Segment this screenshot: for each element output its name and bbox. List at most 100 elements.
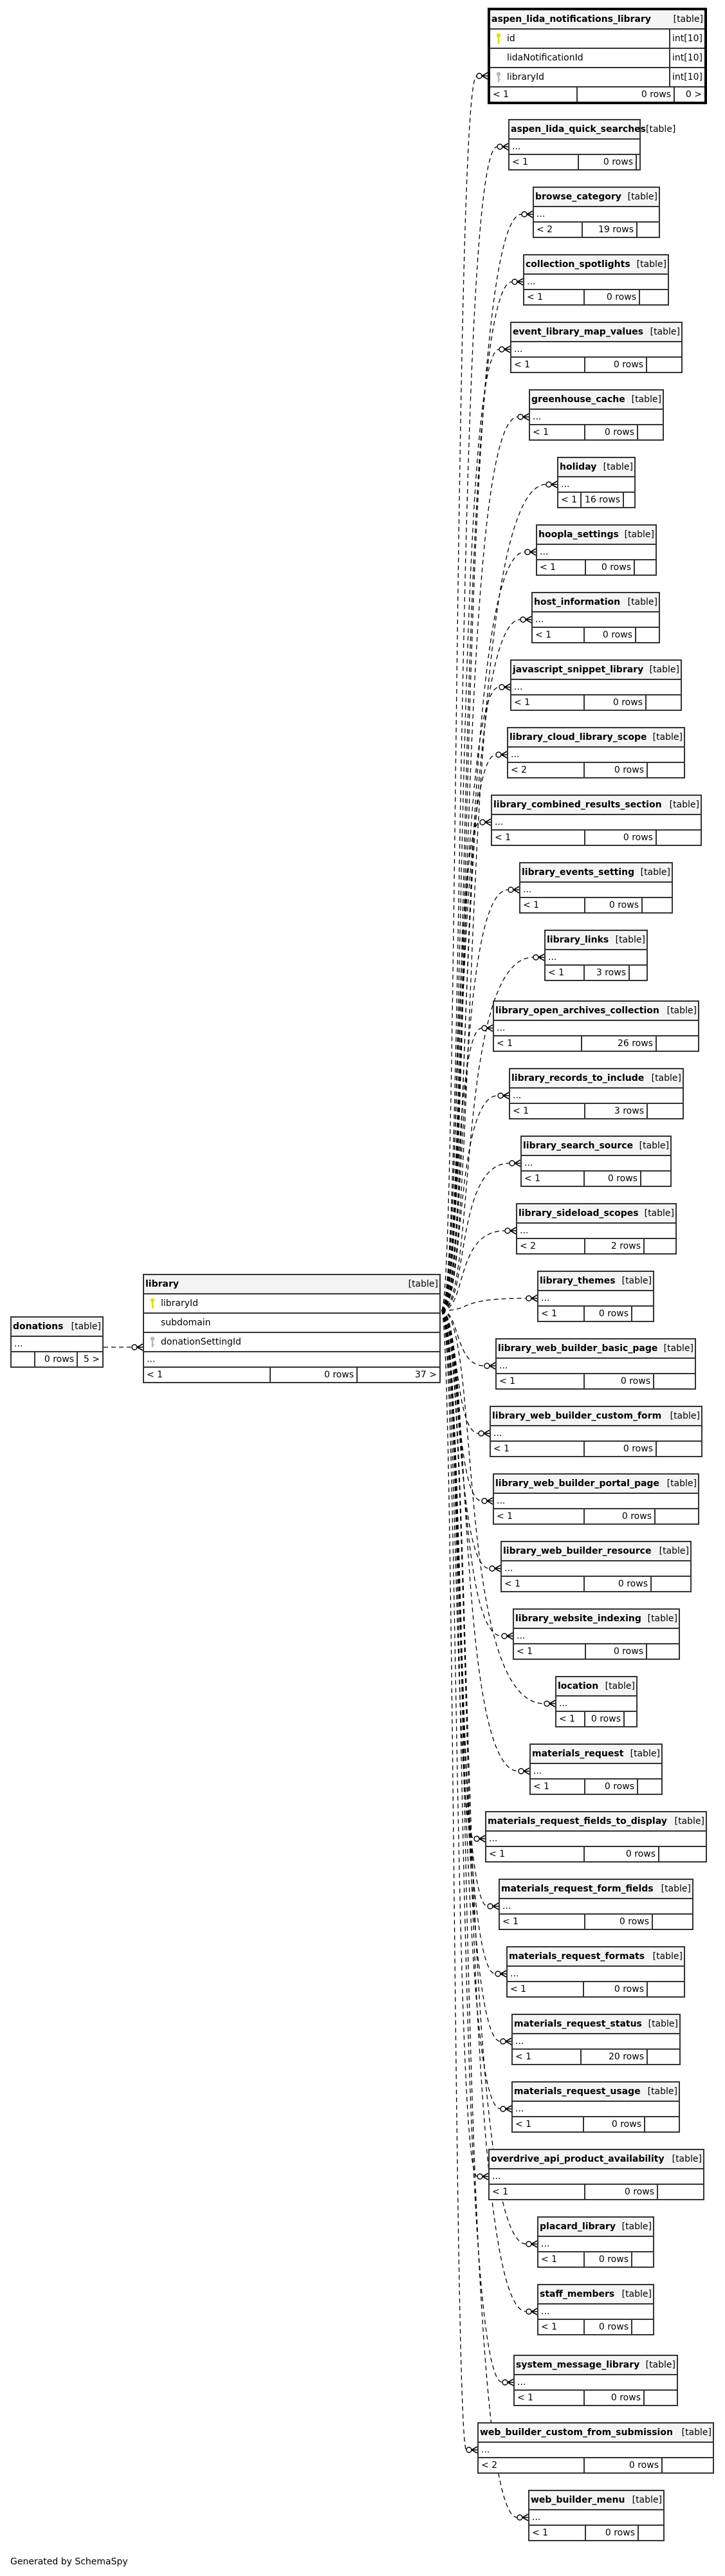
table-header[interactable]: overdrive_api_product_availability[table… <box>490 2150 703 2169</box>
child-count[interactable] <box>654 1509 698 1523</box>
table-header[interactable]: materials_request_status[table] <box>513 2015 679 2034</box>
parent-count[interactable]: < 1 <box>541 1309 558 1319</box>
parent-count[interactable]: < 1 <box>147 1370 163 1380</box>
child-count[interactable] <box>656 1442 701 1456</box>
table-name[interactable]: event_library_map_values <box>513 327 643 337</box>
table-header[interactable]: library_open_archives_collection[table] <box>494 1002 698 1021</box>
parent-count[interactable]: < 1 <box>535 630 552 640</box>
more-columns-ellipsis[interactable]: ... <box>533 612 659 628</box>
parent-count[interactable]: < 1 <box>524 1173 541 1184</box>
more-columns-ellipsis[interactable]: ... <box>494 1494 698 1509</box>
child-count[interactable] <box>650 1577 690 1591</box>
table-name[interactable]: materials_request <box>532 1749 624 1759</box>
table-header[interactable]: web_builder_custom_from_submission[table… <box>479 2424 713 2443</box>
table-name[interactable]: library_links <box>547 935 609 945</box>
parent-count[interactable]: < 1 <box>515 2119 532 2130</box>
more-columns-ellipsis[interactable]: ... <box>509 140 639 155</box>
more-columns-ellipsis[interactable]: ... <box>556 1697 636 1712</box>
table-name[interactable]: web_builder_menu <box>531 2495 625 2505</box>
more-columns-ellipsis[interactable]: ... <box>500 1899 692 1915</box>
table-name[interactable]: host_information <box>534 597 621 607</box>
more-columns-ellipsis[interactable]: ... <box>510 1089 683 1104</box>
table-name[interactable]: materials_request_form_fields <box>501 1884 654 1894</box>
table-name[interactable]: library_search_source <box>523 1141 634 1151</box>
child-count[interactable] <box>647 1982 684 1996</box>
more-columns-ellipsis[interactable]: ... <box>530 410 663 425</box>
table-header[interactable]: materials_request[table] <box>531 1745 661 1764</box>
table-materials-request-fields-to-display[interactable]: materials_request_fields_to_display[tabl… <box>485 1811 707 1863</box>
table-header[interactable]: library_events_setting[table] <box>520 863 672 883</box>
child-count[interactable] <box>644 2117 679 2131</box>
table-name[interactable]: library_cloud_library_scope <box>509 732 647 742</box>
table-header[interactable]: placard_library[table] <box>538 2218 653 2237</box>
more-columns-ellipsis[interactable]: ... <box>531 1764 661 1780</box>
more-columns-ellipsis[interactable]: ... <box>538 2237 653 2252</box>
table-name[interactable]: browse_category <box>535 192 621 202</box>
table-name[interactable]: holiday <box>560 462 597 472</box>
table-web-builder-custom-from-submission[interactable]: web_builder_custom_from_submission[table… <box>477 2422 714 2474</box>
table-name[interactable]: library_website_indexing <box>515 1614 641 1624</box>
child-count[interactable] <box>652 1915 692 1929</box>
parent-count[interactable]: < 1 <box>497 1038 513 1049</box>
table-library-web-builder-portal-page[interactable]: library_web_builder_portal_page[table]..… <box>493 1473 699 1525</box>
more-columns-ellipsis[interactable]: ... <box>546 950 647 966</box>
child-count[interactable] <box>647 763 684 777</box>
more-columns-ellipsis[interactable]: ... <box>520 883 672 898</box>
child-count[interactable] <box>656 831 701 845</box>
parent-count[interactable]: < 1 <box>510 1984 527 1994</box>
table-name[interactable]: library_open_archives_collection <box>495 1006 659 1016</box>
child-count[interactable] <box>640 1172 670 1186</box>
table-header[interactable]: library_website_indexing[table] <box>514 1610 679 1629</box>
table-name[interactable]: greenhouse_cache <box>531 394 625 405</box>
table-header[interactable]: library_combined_results_section[table] <box>492 796 701 815</box>
table-name[interactable]: library_web_builder_resource <box>503 1546 652 1556</box>
child-count[interactable] <box>646 1644 679 1659</box>
table-header[interactable]: donations[table] <box>12 1318 102 1337</box>
parent-count[interactable]: < 2 <box>520 1241 537 1251</box>
child-count[interactable] <box>623 493 634 507</box>
child-count[interactable] <box>631 1307 653 1321</box>
table-name[interactable]: aspen_lida_quick_searches <box>511 124 646 134</box>
parent-count[interactable]: < 1 <box>489 1849 506 1859</box>
table-overdrive-api-product-availability[interactable]: overdrive_api_product_availability[table… <box>488 2149 704 2200</box>
table-header[interactable]: library_links[table] <box>546 931 647 950</box>
more-columns-ellipsis[interactable]: ... <box>515 2375 677 2391</box>
parent-count[interactable]: < 1 <box>502 1917 519 1927</box>
parent-count[interactable]: < 1 <box>517 2393 534 2403</box>
table-header[interactable]: materials_request_formats[table] <box>508 1947 684 1967</box>
parent-count[interactable]: < 1 <box>492 2187 509 2197</box>
table-library-web-builder-custom-form[interactable]: library_web_builder_custom_form[table]..… <box>490 1406 702 1457</box>
more-columns-ellipsis[interactable]: ... <box>538 2305 653 2320</box>
column-row[interactable]: subdomain <box>144 1314 439 1333</box>
table-name[interactable]: placard_library <box>540 2222 616 2232</box>
parent-count[interactable]: < 1 <box>512 157 529 167</box>
table-name[interactable]: web_builder_custom_from_submission <box>480 2427 673 2438</box>
parent-count[interactable]: < 2 <box>481 2460 498 2470</box>
child-count[interactable]: 5 > <box>77 1352 102 1366</box>
table-header[interactable]: holiday[table] <box>558 458 634 477</box>
parent-count[interactable]: < 1 <box>515 2052 532 2062</box>
table-header[interactable]: staff_members[table] <box>538 2285 653 2305</box>
parent-count[interactable]: < 1 <box>493 1444 510 1454</box>
more-columns-ellipsis[interactable]: ... <box>513 2034 679 2050</box>
more-columns-ellipsis[interactable]: ... <box>511 680 681 695</box>
table-name[interactable]: overdrive_api_product_availability <box>491 2154 665 2164</box>
parent-count[interactable]: < 1 <box>504 1579 521 1589</box>
more-columns-ellipsis[interactable]: ... <box>502 1561 690 1577</box>
column-row[interactable]: donationSettingId <box>144 1333 439 1352</box>
child-count[interactable] <box>637 425 663 439</box>
parent-count[interactable]: < 1 <box>561 495 578 505</box>
child-count[interactable] <box>661 2458 713 2472</box>
parent-count[interactable] <box>12 1352 34 1366</box>
parent-count[interactable]: < 1 <box>499 1376 516 1386</box>
table-library-cloud-library-scope[interactable]: library_cloud_library_scope[table]...< 2… <box>507 727 685 778</box>
